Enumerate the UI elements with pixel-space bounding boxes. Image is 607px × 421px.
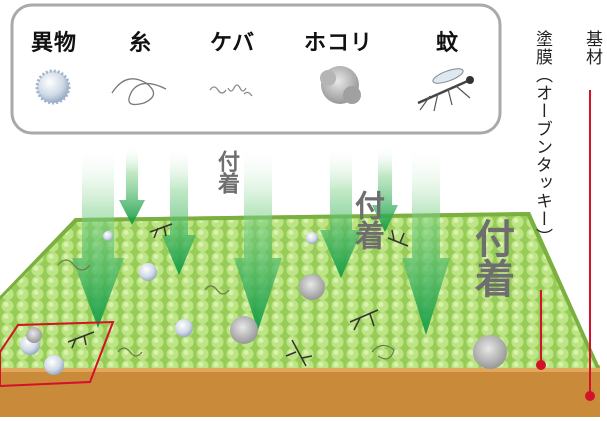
legend-panel xyxy=(10,3,502,135)
dust-cluster xyxy=(473,335,507,369)
arrow-3 xyxy=(162,145,196,275)
legend-label-lint: ケバ xyxy=(210,31,256,56)
mosquito xyxy=(285,339,313,367)
dust-ball xyxy=(175,319,193,337)
mosquito-icon xyxy=(417,68,474,112)
coating-label: 塗膜（オーブンタッキー） xyxy=(532,30,552,246)
legend-label-thread: 糸 xyxy=(129,31,153,56)
thread xyxy=(204,285,230,295)
thread-icon xyxy=(111,78,167,106)
arrow-5 xyxy=(320,145,362,278)
lint-icon xyxy=(209,84,253,97)
mosquito xyxy=(67,331,95,349)
surface-particles xyxy=(20,223,507,375)
thread xyxy=(117,347,143,357)
dust-ball xyxy=(139,263,157,281)
coating-marker xyxy=(536,290,546,370)
arrow-6 xyxy=(372,145,398,232)
arrow-4 xyxy=(234,145,282,330)
dust-ball-icon xyxy=(35,69,71,105)
arrow-7 xyxy=(402,145,450,335)
adhere-label-small: 付着 xyxy=(214,150,239,194)
dust-cluster xyxy=(230,316,258,344)
legend-label-foreign: 異物 xyxy=(31,31,78,56)
legend-label-mosquito: 蚊 xyxy=(436,31,460,56)
dust-cluster xyxy=(299,274,325,300)
substrate-marker xyxy=(585,90,595,401)
adhere-label-medium: 付着 xyxy=(349,190,384,250)
mosquito xyxy=(349,309,379,331)
thread xyxy=(371,344,395,360)
mosquito xyxy=(149,223,173,239)
dust-ball xyxy=(306,232,318,244)
highlight-box xyxy=(0,320,115,388)
mosquito xyxy=(387,229,409,247)
thread xyxy=(57,259,91,271)
substrate-layer xyxy=(0,368,600,417)
dust-cluster-icon xyxy=(320,66,361,104)
adhesion-arrows xyxy=(72,145,450,335)
arrow-2 xyxy=(119,145,145,225)
adhere-label-large: 付着 xyxy=(468,218,514,298)
arrow-1 xyxy=(72,145,124,328)
dust-cluster xyxy=(26,327,42,343)
substrate-label: 基材 xyxy=(582,30,602,66)
legend-label-dust: ホコリ xyxy=(304,31,374,56)
dust-ball xyxy=(103,231,113,241)
dust-ball xyxy=(44,355,64,375)
